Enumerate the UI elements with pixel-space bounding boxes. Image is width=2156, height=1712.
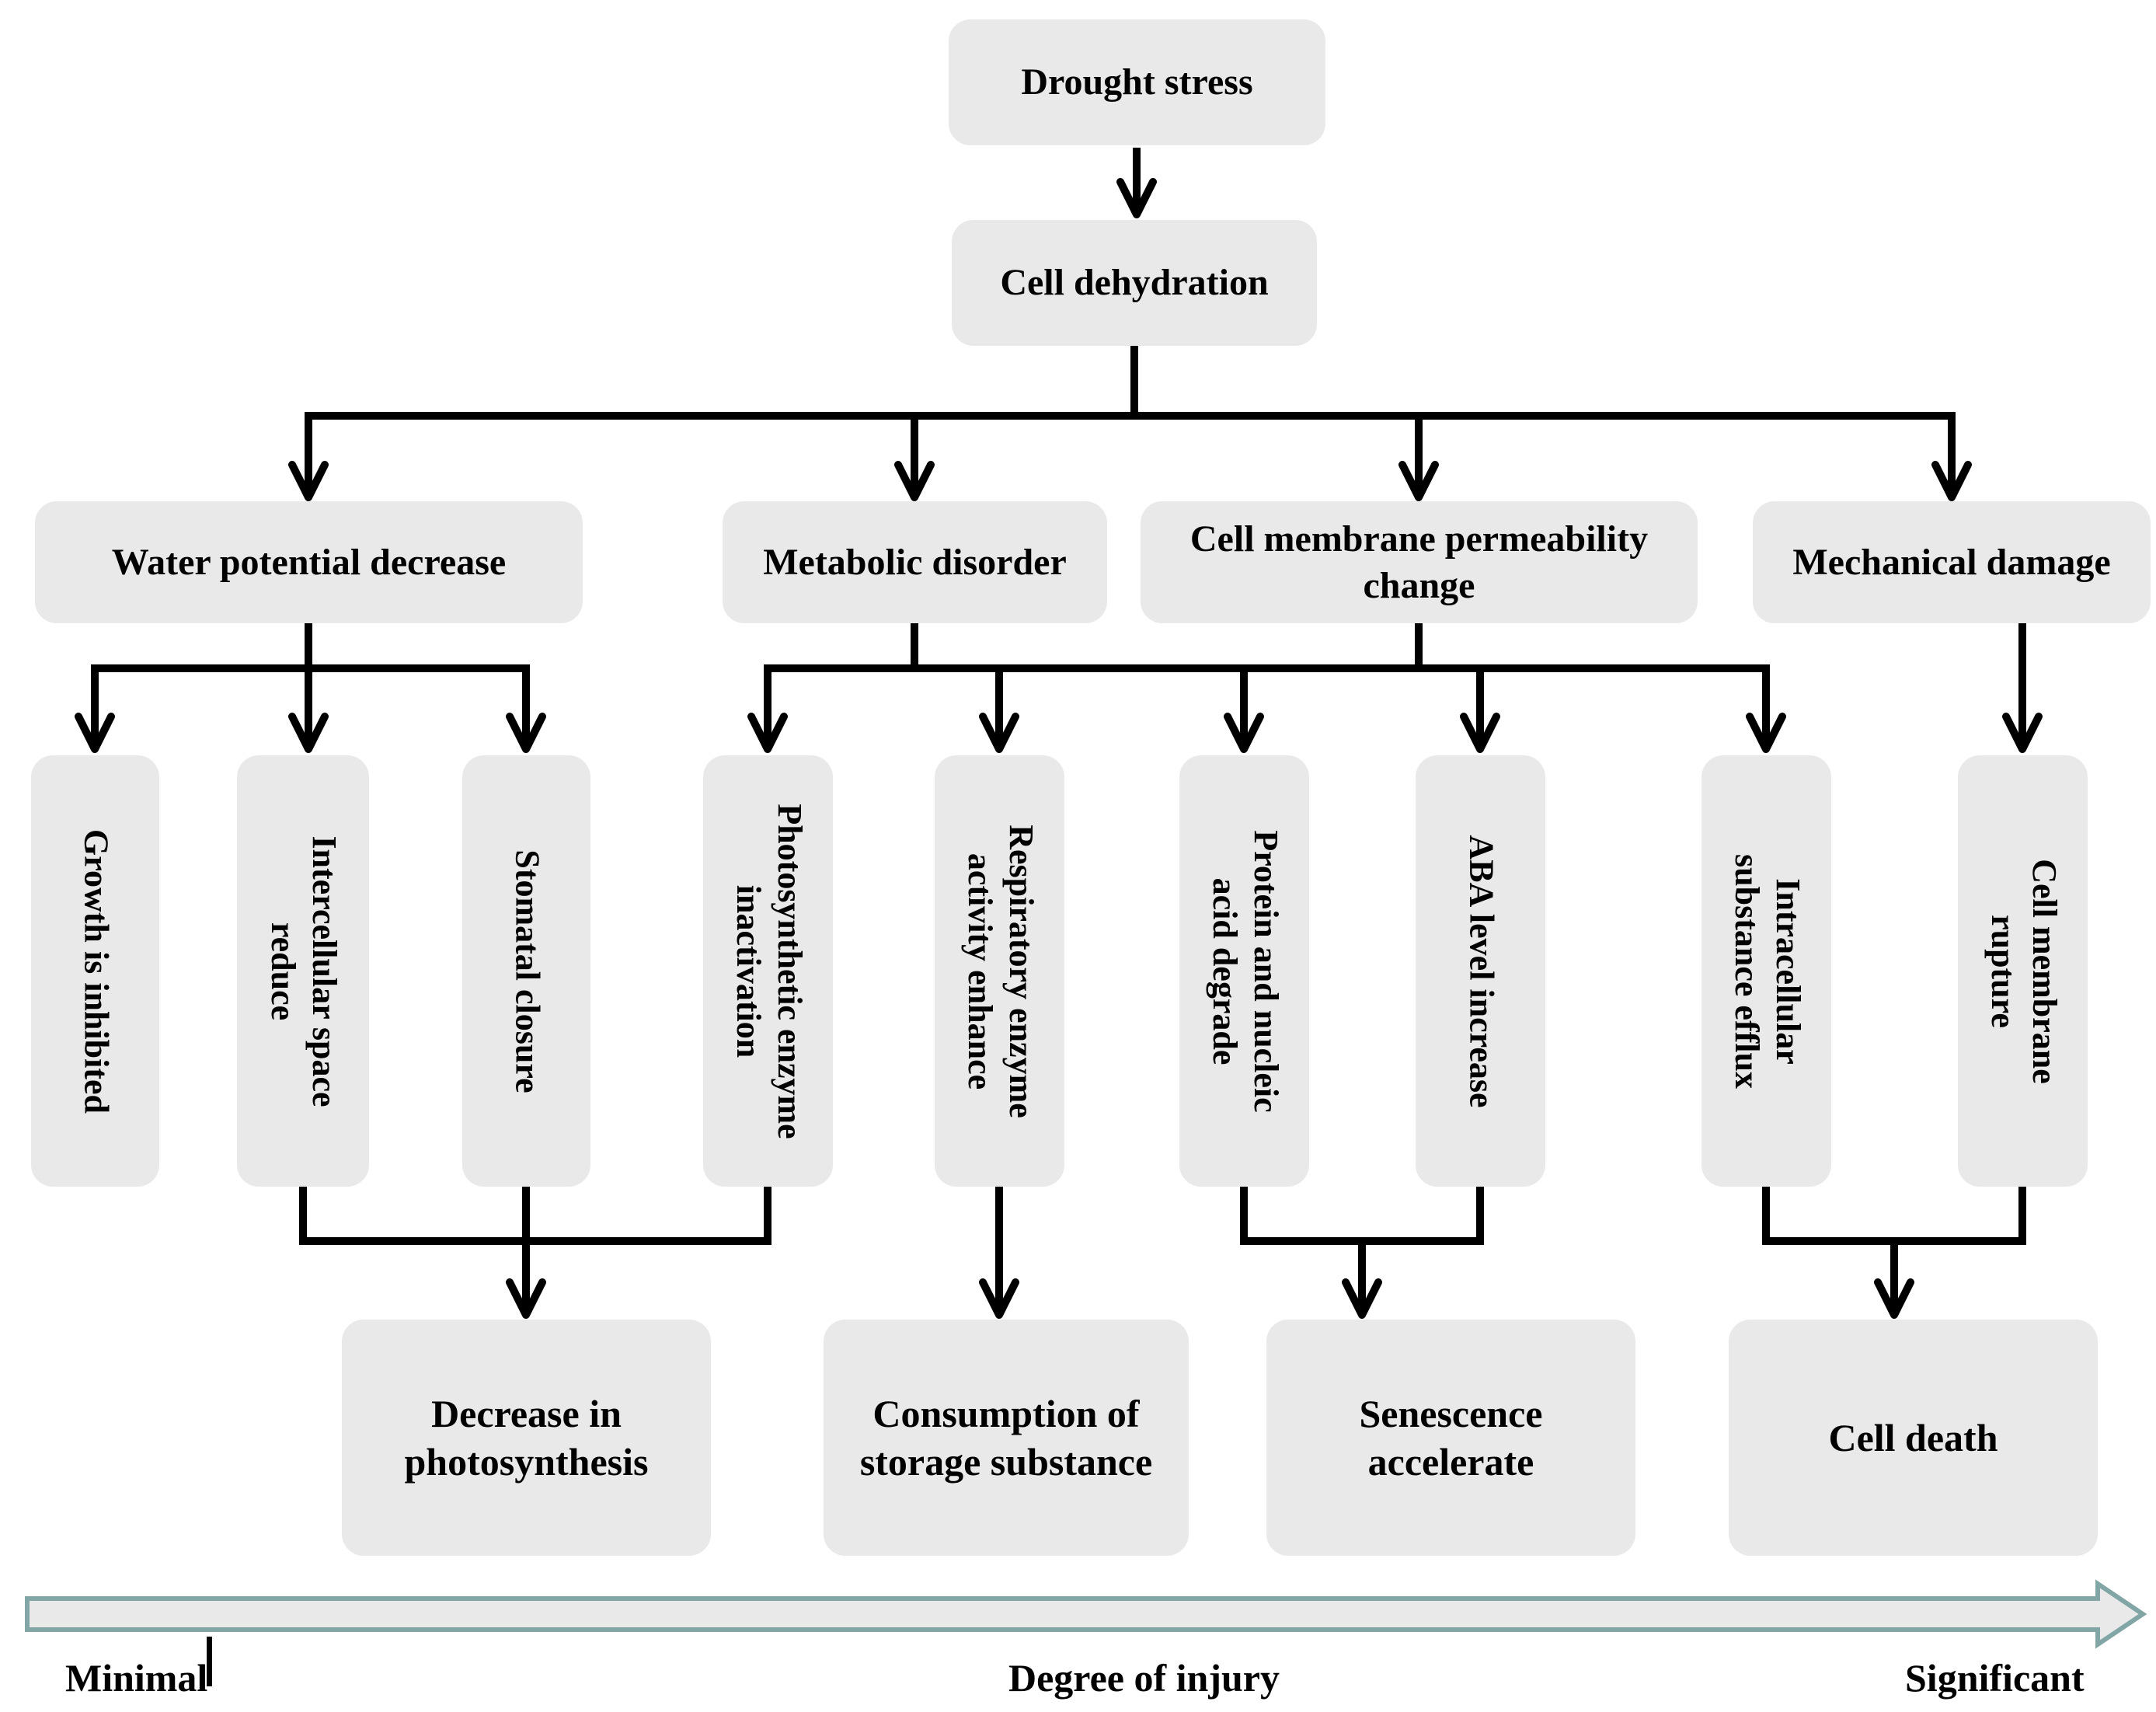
axis-label-minimal: Minimal	[65, 1656, 208, 1700]
node-intercellular-space-reduce: Intercellular space reduce	[237, 755, 369, 1187]
node-photosynthetic-enzyme-inactivation: Photosynthetic enzyme inactivation	[703, 755, 833, 1187]
axis-label-degree-of-injury: Degree of injury	[1008, 1656, 1280, 1700]
node-label: Cell membrane rupture	[1984, 858, 2064, 1084]
node-water-potential-decrease: Water potential decrease	[35, 501, 583, 623]
node-intracellular-substance-efflux: Intracellular substance efflux	[1701, 755, 1831, 1187]
node-label: Photosynthetic enzyme inactivation	[729, 803, 809, 1139]
node-mechanical-damage: Mechanical damage	[1753, 501, 2151, 623]
node-label: Mechanical damage	[1792, 541, 2111, 583]
node-label: Water potential decrease	[111, 541, 507, 583]
node-cell-death: Cell death	[1729, 1320, 2098, 1556]
node-metabolic-disorder: Metabolic disorder	[723, 501, 1107, 623]
arrow-drought-to-dehydration	[1116, 148, 1157, 218]
node-label: ABA level increase	[1461, 834, 1500, 1108]
node-drought-stress: Drought stress	[949, 19, 1325, 145]
node-cell-membrane-permeability-change: Cell membrane permeability change	[1141, 501, 1698, 623]
merge-to-senescence	[1240, 1187, 1484, 1319]
node-label: Respiratory enzyme activity enhance	[960, 824, 1040, 1118]
node-cell-membrane-rupture: Cell membrane rupture	[1958, 755, 2088, 1187]
node-label: Growth is inhibited	[76, 828, 115, 1114]
rail-dehydration-branches	[288, 346, 1972, 501]
node-stomatal-closure: Stomatal closure	[462, 755, 590, 1187]
node-label: Cell death	[1828, 1415, 1998, 1459]
minimal-boundary-tick	[207, 1637, 212, 1686]
node-respiratory-enzyme-activity-enhance: Respiratory enzyme activity enhance	[935, 755, 1064, 1187]
node-protein-and-nucleic-acid-degrade: Protein and nucleic acid degrade	[1179, 755, 1309, 1187]
node-label: Protein and nucleic acid degrade	[1205, 829, 1285, 1113]
node-senescence-accelerate: Senescence accelerate	[1266, 1320, 1635, 1556]
node-aba-level-increase: ABA level increase	[1416, 755, 1545, 1187]
node-growth-is-inhibited: Growth is inhibited	[31, 755, 159, 1187]
node-label: Intercellular space reduce	[264, 835, 343, 1107]
node-label: Senescence accelerate	[1359, 1391, 1543, 1484]
arrow-respiratory-to-consumption	[979, 1187, 1019, 1319]
rail-water-potential-children	[75, 623, 546, 753]
arrow-mechanical-to-rupture	[2002, 623, 2043, 753]
node-label: Metabolic disorder	[763, 541, 1067, 583]
node-label: Cell dehydration	[1000, 262, 1269, 303]
node-label: Stomatal closure	[507, 849, 546, 1093]
rail-metabolic-membrane-children	[747, 623, 1786, 753]
node-decrease-in-photosynthesis: Decrease in photosynthesis	[342, 1320, 711, 1556]
degree-of-injury-axis-arrow	[25, 1579, 2147, 1649]
node-label: Drought stress	[1021, 61, 1253, 103]
merge-to-decrease-photosynthesis	[299, 1187, 771, 1319]
node-label: Cell membrane permeability change	[1189, 518, 1649, 606]
axis-label-significant: Significant	[1905, 1656, 2085, 1700]
merge-to-cell-death	[1762, 1187, 2026, 1319]
node-consumption-of-storage-substance: Consumption of storage substance	[824, 1320, 1189, 1556]
node-label: Consumption of storage substance	[859, 1391, 1153, 1484]
node-label: Decrease in photosynthesis	[404, 1391, 649, 1484]
node-cell-dehydration: Cell dehydration	[952, 220, 1317, 346]
node-label: Intracellular substance efflux	[1727, 853, 1807, 1089]
